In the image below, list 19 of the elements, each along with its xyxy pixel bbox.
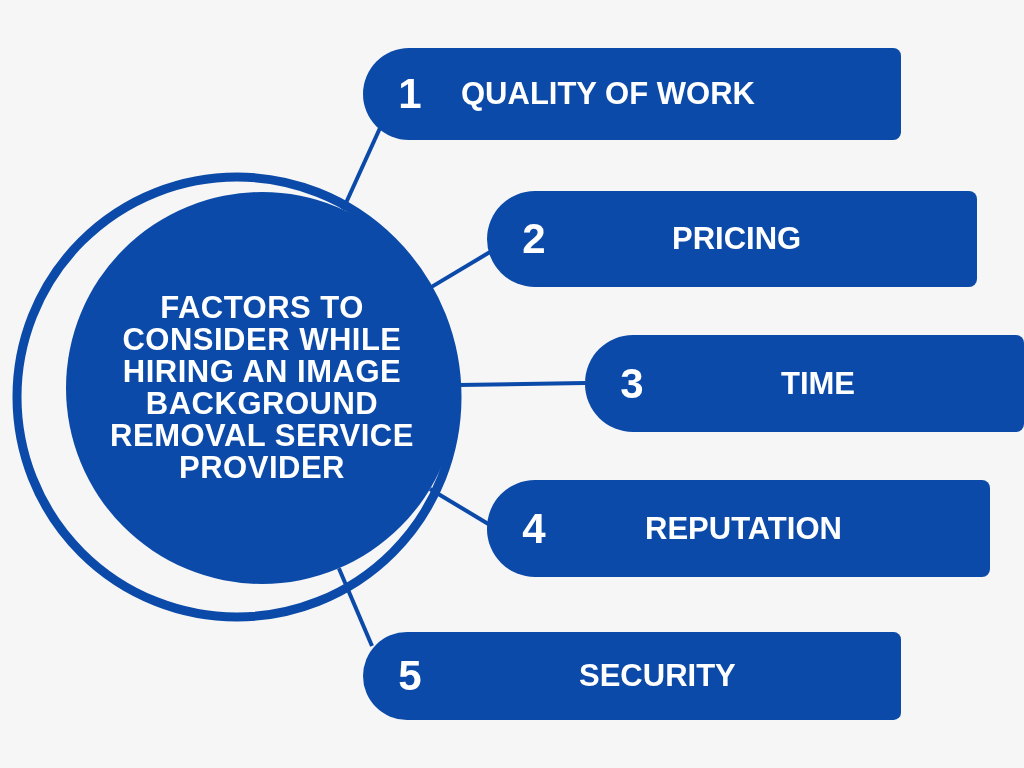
factor-label: QUALITY OF WORK [461,76,755,112]
connector-line [341,127,382,211]
connector-line [337,567,374,647]
connector-line [429,250,492,290]
factor-label: TIME [781,365,856,402]
factor-bar [585,335,1024,432]
factor-bar [363,48,901,140]
factor-bar [363,632,901,720]
factor-label: SECURITY [579,658,736,694]
topic-title: FACTORS TO CONSIDER WHILE HIRING AN IMAGE BACKGROUND REMOVAL SERVICE PROVIDER [109,292,415,484]
factor-label: PRICING [672,221,802,257]
factor-bar [487,191,977,287]
step-number: 2 [521,215,547,263]
step-number: 3 [619,359,645,408]
factor-bar [487,480,990,577]
step-number: 4 [521,504,547,553]
step-number: 5 [397,652,423,700]
step-number: 1 [397,70,423,118]
factor-label: REPUTATION [645,510,842,547]
